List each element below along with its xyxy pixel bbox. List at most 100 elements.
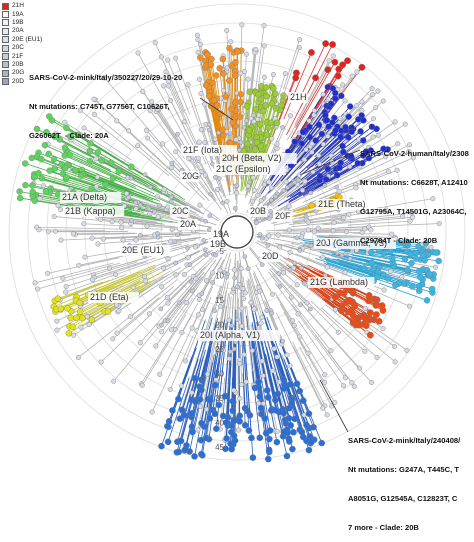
branch — [158, 235, 191, 237]
clade-label: 21C (Epsilon) — [216, 164, 271, 174]
leaf-node — [362, 316, 368, 322]
leaf-node — [247, 180, 251, 184]
leaf-node — [312, 230, 317, 235]
leaf-node — [102, 182, 108, 188]
leaf-node — [29, 182, 35, 188]
leaf-node — [161, 266, 166, 271]
leaf-node — [239, 140, 243, 144]
leaf-node — [99, 360, 104, 365]
leaf-node — [188, 263, 192, 267]
leaf-node — [51, 156, 57, 162]
clade-label: 20G — [182, 171, 199, 181]
leaf-node — [204, 407, 209, 412]
leaf-node — [237, 361, 242, 366]
leaf-node — [225, 199, 230, 204]
leaf-node — [204, 278, 209, 283]
leaf-node — [187, 156, 192, 161]
leaf-node — [232, 59, 238, 65]
leaf-node — [332, 128, 338, 134]
legend-swatch — [2, 11, 9, 18]
leaf-node — [197, 297, 202, 302]
leaf-node — [322, 40, 328, 46]
clade-label: 20B — [250, 206, 266, 216]
leaf-node — [309, 243, 313, 247]
leaf-node — [147, 311, 152, 316]
leaf-node — [261, 374, 266, 379]
branch — [294, 324, 325, 375]
leaf-node — [241, 296, 246, 301]
leaf-node — [335, 73, 341, 79]
leaf-node — [321, 92, 326, 97]
leaf-node — [55, 319, 60, 324]
leaf-node — [298, 248, 302, 252]
leaf-node — [30, 189, 36, 195]
clade-label: 21B (Kappa) — [65, 206, 116, 216]
leaf-node — [213, 137, 218, 142]
leaf-node — [233, 276, 237, 280]
leaf-node — [283, 71, 288, 76]
leaf-node — [162, 187, 167, 192]
leaf-node — [310, 424, 316, 430]
leaf-node — [205, 372, 210, 377]
leaf-node — [370, 86, 375, 91]
leaf-node — [273, 407, 279, 413]
leaf-node — [198, 404, 203, 409]
legend-swatch — [2, 70, 9, 77]
leaf-node — [369, 124, 375, 130]
leaf-node — [429, 286, 435, 292]
leaf-node — [260, 315, 265, 320]
leaf-node — [352, 384, 357, 389]
leaf-node — [328, 101, 334, 107]
leaf-node — [257, 393, 263, 399]
leaf-node — [111, 379, 116, 384]
leaf-node — [302, 281, 306, 285]
leaf-node — [321, 255, 326, 260]
leaf-node — [68, 315, 74, 321]
leaf-node — [59, 238, 64, 243]
leaf-node — [128, 314, 133, 319]
leaf-node — [250, 455, 256, 461]
leaf-node — [43, 189, 49, 195]
leaf-node — [413, 256, 419, 262]
leaf-node — [157, 372, 162, 377]
leaf-node — [212, 411, 218, 417]
leaf-node — [369, 260, 375, 266]
leaf-node — [329, 119, 335, 125]
leaf-node — [194, 276, 199, 281]
leaf-node — [47, 168, 53, 174]
leaf-node — [376, 89, 381, 94]
leaf-node — [393, 360, 398, 365]
leaf-node — [170, 227, 175, 232]
leaf-node — [346, 297, 352, 303]
leaf-node — [374, 274, 380, 280]
leaf-node — [166, 301, 171, 306]
leaf-node — [207, 228, 211, 232]
leaf-node — [210, 162, 214, 166]
leaf-node — [322, 372, 327, 377]
leaf-node — [227, 318, 232, 323]
leaf-node — [348, 257, 352, 261]
leaf-node — [334, 172, 340, 178]
leaf-node — [290, 318, 295, 323]
leaf-node — [292, 139, 298, 145]
leaf-node — [325, 67, 331, 73]
leaf-node — [79, 315, 85, 321]
legend-swatch — [2, 61, 9, 68]
leaf-node — [369, 380, 374, 385]
clade-label: 20F — [275, 211, 291, 221]
leaf-node — [153, 40, 158, 45]
leaf-node — [244, 103, 250, 109]
leaf-node — [198, 420, 204, 426]
leaf-node — [220, 132, 226, 138]
leaf-node — [228, 350, 232, 354]
leaf-node — [110, 337, 115, 342]
leaf-node — [99, 157, 105, 163]
leaf-node — [281, 382, 287, 388]
leaf-node — [265, 456, 271, 462]
leaf-node — [297, 37, 302, 42]
leaf-node — [126, 195, 130, 199]
leaf-node — [169, 195, 173, 199]
leaf-node — [41, 183, 46, 188]
leaf-node — [138, 203, 142, 207]
leaf-node — [267, 217, 271, 221]
